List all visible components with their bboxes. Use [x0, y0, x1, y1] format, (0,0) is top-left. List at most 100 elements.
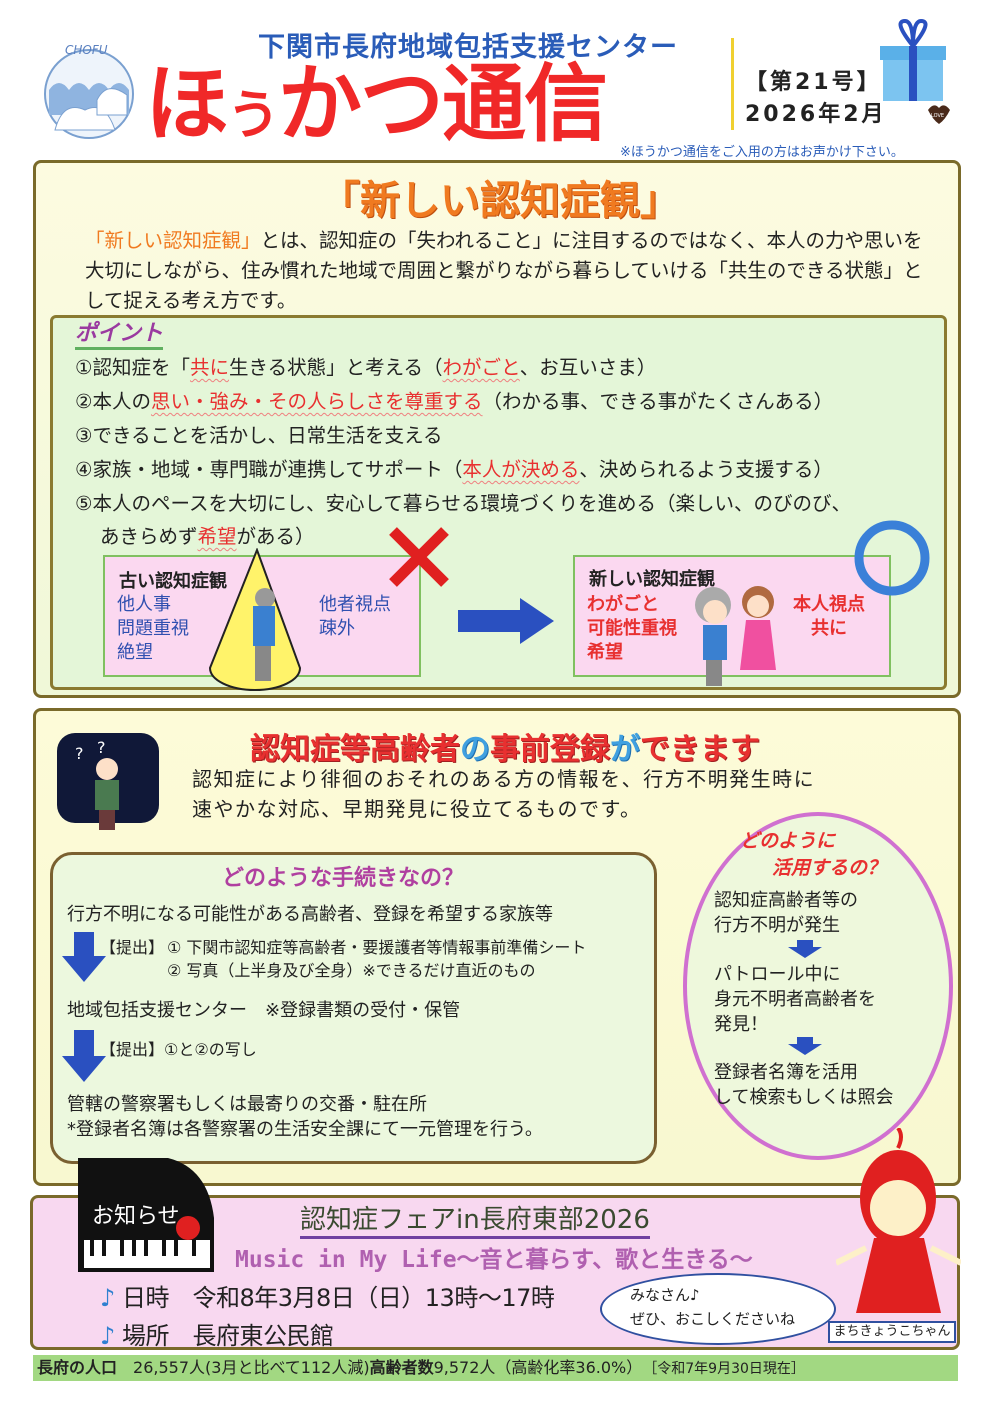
title-part: が	[610, 732, 640, 767]
point-item: ④家族・地域・専門職が連携してサポート（本人が決める、決められるよう支援する）	[75, 455, 833, 485]
logo-text: CHOFU	[65, 43, 108, 57]
as-of-date: ［令和7年9月30日現在］	[650, 1361, 805, 1377]
arrow-down-icon	[788, 940, 822, 958]
text: ②本人の	[75, 390, 151, 413]
term: 可能性重視	[587, 618, 677, 639]
wandering-elder-illustration: ??	[57, 733, 159, 830]
point-item: ③できることを活かし、日常生活を支える	[75, 421, 443, 451]
submit-item: 【提出】①と②の写し	[100, 1040, 257, 1059]
usage-ellipse	[683, 812, 953, 1160]
point-item: ②本人の思い・強み・その人らしさを尊重する（わかる事、できる事がたくさんある）	[75, 387, 833, 417]
title-part: 事前登録	[490, 732, 610, 767]
lonely-person-illustration	[208, 548, 302, 691]
speech-bubble	[600, 1273, 836, 1345]
event-date-row: ♪ 日時 令和8年3月8日（日）13時～17時	[100, 1278, 555, 1313]
newsletter-title: ほうかつ通信	[145, 62, 608, 158]
label: 高齢者数	[369, 1358, 434, 1377]
issue-number: 【第21号】	[745, 70, 882, 95]
term: 共に	[811, 618, 847, 639]
text: 生きる状態」と考える（	[229, 356, 443, 379]
gift-tag: LOVE	[931, 113, 944, 119]
text: 、お互いさま）	[519, 356, 657, 379]
title-line: 活用するの？	[772, 857, 887, 879]
divider	[731, 38, 734, 130]
value: 令和8年3月8日（日）13時～17時	[192, 1284, 555, 1312]
cross-icon	[389, 527, 449, 587]
event-place-row: ♪ 場所 長府東公民館	[100, 1316, 334, 1351]
text: ④家族・地域・専門職が連携してサポート（	[75, 458, 463, 481]
announcement-badge: お知らせ	[92, 1204, 180, 1229]
highlight: 本人が決める	[462, 458, 580, 481]
line: 発見！	[714, 1014, 768, 1035]
line: 行方不明が発生	[714, 915, 840, 936]
mascot-name: まちきょうこちゃん	[828, 1321, 956, 1343]
title-part: の	[460, 732, 490, 767]
arrow-down-icon	[788, 1037, 822, 1055]
old-view-heading: 古い認知症観	[119, 571, 227, 592]
intro-line: 速やかな対応、早期発見に役立てるものです。	[192, 797, 642, 821]
term: 他人事	[117, 594, 171, 615]
usage-step: パトロール中に 身元不明者高齢者を 発見！	[714, 962, 876, 1037]
term: 本人視点	[793, 594, 865, 615]
elderly-and-helper-illustration	[695, 586, 776, 686]
arrow-down-icon	[62, 932, 106, 982]
label: 長府の人口	[37, 1358, 118, 1377]
arrow-right-icon	[458, 598, 554, 644]
procedure-step: 管轄の警察署もしくは最寄りの交番・駐在所	[67, 1094, 427, 1115]
procedure-step: 行方不明になる可能性がある高齢者、登録を希望する家族等	[67, 904, 553, 925]
value: 9,572人（高齢化率36.0%）	[433, 1358, 635, 1377]
title-part: 認知症等高齢者	[250, 732, 460, 767]
usage-title: どのように 活用するの？	[740, 828, 886, 882]
term: 他者視点	[319, 594, 391, 615]
point-item: あきらめず希望がある）	[100, 522, 315, 552]
label: 日時	[121, 1284, 170, 1312]
submit-item: ① 下関市認知症等高齢者・要援護者等情報事前準備シート	[167, 938, 587, 957]
term: 絶望	[117, 642, 153, 663]
text: （わかる事、できる事がたくさんある）	[482, 390, 834, 413]
usage-step: 登録者名簿を活用 して検索もしくは照会	[714, 1060, 893, 1110]
arrow-down-icon	[62, 1030, 106, 1082]
highlight: 共に	[189, 356, 229, 379]
text: ⑤本人のペースを大切にし、安心して暮らせる環境づくりを進める（楽しい、のびのび、	[75, 492, 852, 515]
new-view-heading: 新しい認知症観	[589, 569, 715, 590]
point-item: ①認知症を「共に生きる状態」と考える（わがごと、お互いさま）	[75, 353, 656, 383]
point-item: ⑤本人のペースを大切にし、安心して暮らせる環境づくりを進める（楽しい、のびのび、	[75, 489, 851, 519]
procedure-step: 地域包括支援センター ※登録書類の受付・保管	[67, 1000, 461, 1021]
section-intro: 「新しい認知症観」とは、認知症の「失われること」に注目するのではなく、本人の力や…	[85, 226, 935, 316]
value: 長府東公民館	[192, 1322, 334, 1350]
line: 登録者名簿を活用	[714, 1062, 858, 1083]
old-view-right: 他者視点 疎外	[319, 593, 391, 641]
svg-text:?: ?	[97, 738, 106, 757]
title-part: できます	[640, 732, 760, 767]
procedure-box	[50, 852, 657, 1164]
term: 問題重視	[117, 618, 189, 639]
piano-icon	[78, 1158, 214, 1272]
submit-item: ② 写真（上半身及び全身）※できるだけ直近のもの	[167, 961, 536, 980]
highlight: 希望	[197, 525, 237, 548]
text: 、決められるよう支援する）	[579, 458, 833, 481]
line: 身元不明者高齢者を	[714, 989, 876, 1010]
term: 疎外	[319, 618, 355, 639]
section-intro: 認知症により徘徊のおそれのある方の情報を、行方不明発生時に 速やかな対応、早期発…	[192, 764, 815, 824]
value: 26,557人(3月と比べて112人減)	[133, 1358, 370, 1377]
music-note-icon: ♪	[100, 1284, 115, 1312]
text: がある）	[236, 525, 315, 548]
chofu-logo: CHOFU	[44, 43, 134, 139]
highlight: わがごと	[442, 356, 520, 379]
organization-name: 下関市長府地域包括支援センター	[258, 32, 678, 63]
title-line: どのように	[740, 830, 836, 852]
section-title: 認知症等高齢者の事前登録ができます	[250, 724, 760, 768]
old-view-left: 他人事 問題重視 絶望	[117, 593, 189, 665]
line: して検索もしくは照会	[714, 1087, 894, 1108]
line: 認知症高齢者等の	[714, 890, 858, 911]
issue-date: 2026年2月	[745, 102, 887, 127]
title-part: ほ	[145, 55, 229, 153]
new-view-box: 新しい認知症観 わがごと 可能性重視 希望 本人視点 共に	[573, 555, 891, 677]
label: 場所	[121, 1322, 170, 1350]
text: あきらめず	[100, 525, 198, 548]
highlight: 思い・強み・その人らしさを尊重する	[150, 390, 483, 413]
intro-line: 認知症により徘徊のおそれのある方の情報を、行方不明発生時に	[192, 767, 816, 791]
procedure-title: どのような手続きなの？	[222, 866, 465, 891]
gift-icon: LOVE	[880, 18, 950, 124]
submit-label: 【提出】	[100, 938, 165, 957]
